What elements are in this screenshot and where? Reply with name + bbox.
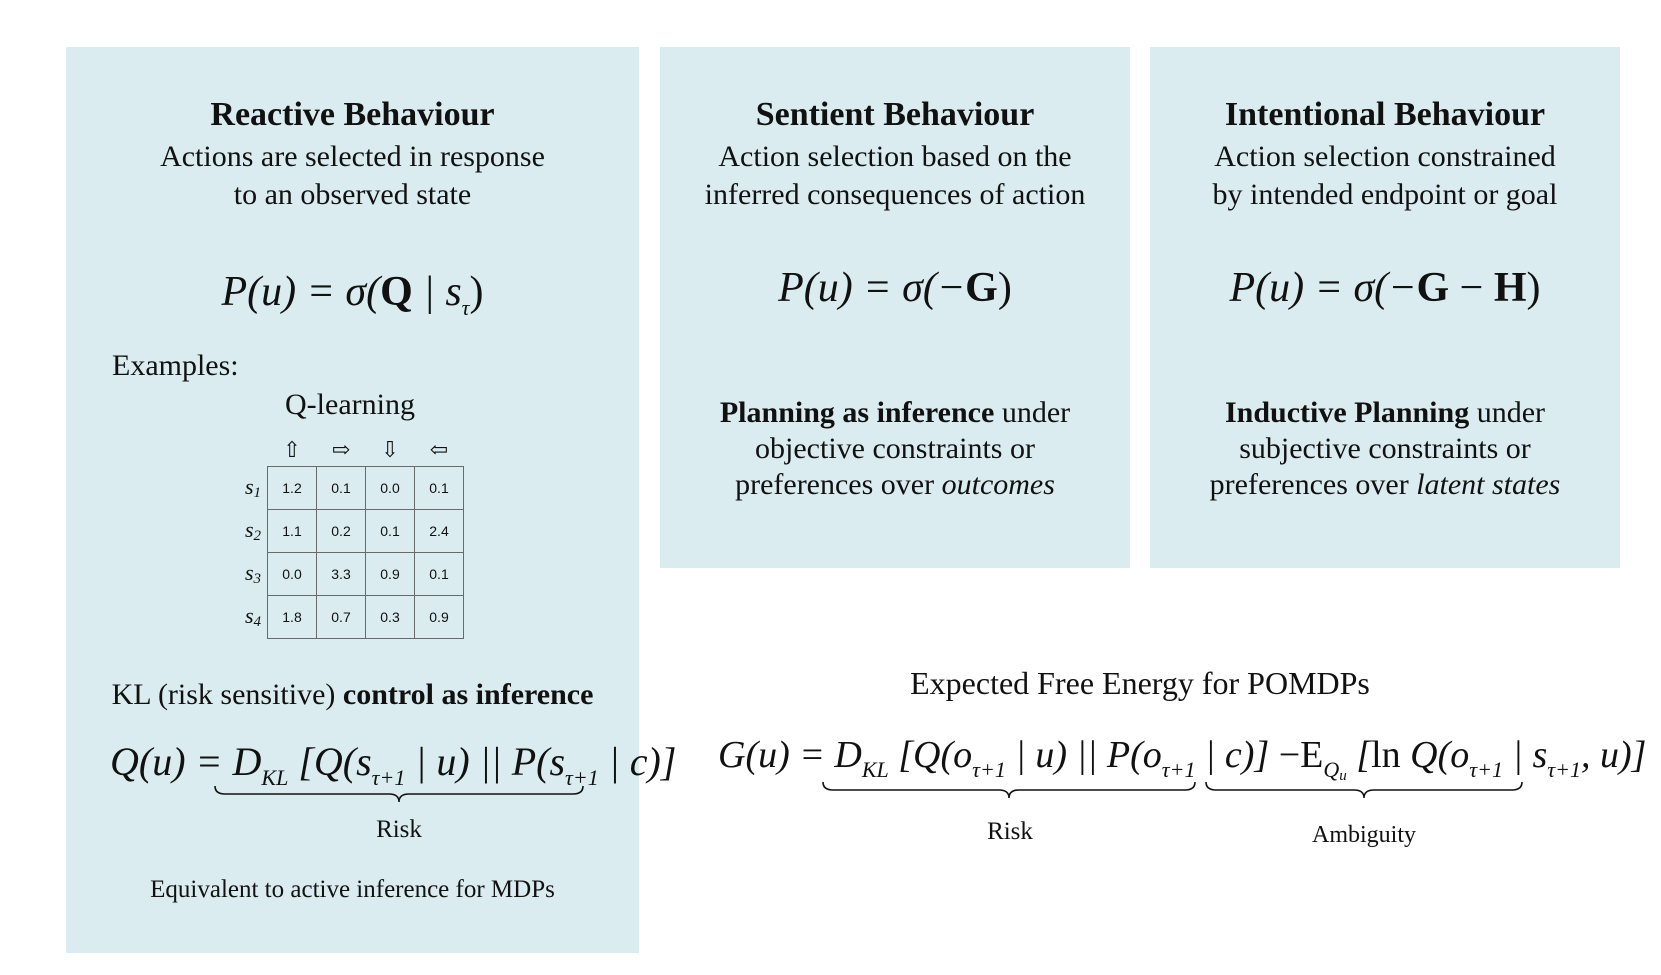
sentient-behaviour-panel: [660, 47, 1130, 568]
table-cell: 0.1: [414, 552, 464, 596]
sentient-subtitle-line2: inferred consequences of action: [704, 178, 1086, 211]
table-cell: 0.0: [267, 552, 317, 596]
efe-title: Expected Free Energy for POMDPs: [910, 665, 1370, 701]
table-cell: 0.1: [316, 466, 366, 510]
intentional-planning-text: Inductive Planning under subjective cons…: [1209, 396, 1561, 501]
reactive-equation: P(u) = σ(Q | sτ): [221, 269, 484, 320]
sentient-subtitle-line1: Action selection based on the: [718, 140, 1072, 173]
state-label: s1: [244, 474, 261, 501]
sentient-title: Sentient Behaviour: [755, 96, 1035, 133]
table-row: s1 1.2 0.1 0.0 0.1: [226, 466, 464, 510]
down-arrow-icon: ⇩: [380, 437, 400, 462]
table-row: s2 1.1 0.2 0.1 2.4: [226, 509, 464, 553]
table-cell: 0.9: [414, 595, 464, 639]
table-cell: 1.1: [267, 509, 317, 553]
qlearning-label: Q-learning: [285, 388, 415, 421]
table-cell: 0.1: [365, 509, 415, 553]
table-cell: 2.4: [414, 509, 464, 553]
intentional-equation: P(u) = σ(−G − H): [1229, 265, 1541, 311]
table-cell: 3.3: [316, 552, 366, 596]
risk-label-reactive: Risk: [376, 816, 422, 843]
q-table: ⇧ ⇨ ⇩ ⇦ s1 1.2 0.1 0.0 0.1 s2 1.1 0.2 0.…: [226, 434, 464, 639]
table-row: s4 1.8 0.7 0.3 0.9: [226, 595, 464, 639]
table-cell: 0.9: [365, 552, 415, 596]
table-row: s3 0.0 3.3 0.9 0.1: [226, 552, 464, 596]
efe-risk-brace: [822, 781, 1196, 799]
efe-risk-label: Risk: [987, 818, 1033, 845]
kl-control-heading: KL (risk sensitive) control as inference: [111, 678, 594, 711]
risk-brace: [214, 785, 584, 803]
kl-risk-equation: Q(u) = DKL [Q(sτ+1 | u) || P(sτ+1 | c)]: [110, 739, 677, 790]
sentient-equation: P(u) = σ(−G): [778, 265, 1012, 311]
table-cell: 1.8: [267, 595, 317, 639]
efe-ambiguity-label: Ambiguity: [1311, 822, 1416, 848]
table-cell: 0.3: [365, 595, 415, 639]
right-arrow-icon: ⇨: [331, 437, 351, 462]
examples-label: Examples:: [112, 349, 239, 382]
table-cell: 1.2: [267, 466, 317, 510]
state-label: s3: [244, 560, 261, 587]
reactive-subtitle-line2: to an observed state: [233, 178, 472, 211]
table-cell: 0.2: [316, 509, 366, 553]
intentional-title: Intentional Behaviour: [1224, 96, 1546, 133]
sentient-planning-text: Planning as inference under objective co…: [719, 396, 1071, 501]
reactive-title: Reactive Behaviour: [210, 96, 495, 133]
reactive-footer: Equivalent to active inference for MDPs: [150, 876, 555, 903]
efe-ambiguity-brace: [1205, 781, 1523, 799]
state-label: s4: [244, 603, 261, 630]
table-cell: 0.1: [414, 466, 464, 510]
table-cell: 0.7: [316, 595, 366, 639]
intentional-subtitle-line2: by intended endpoint or goal: [1212, 178, 1558, 211]
state-label: s2: [244, 517, 261, 544]
left-arrow-icon: ⇦: [429, 437, 449, 462]
efe-equation: G(u) = DKL [Q(oτ+1 | u) || P(oτ+1 | c)] …: [718, 734, 1647, 784]
reactive-subtitle-line1: Actions are selected in response: [160, 140, 545, 173]
table-cell: 0.0: [365, 466, 415, 510]
up-arrow-icon: ⇧: [282, 437, 302, 462]
intentional-behaviour-panel: [1150, 47, 1620, 568]
intentional-subtitle-line1: Action selection constrained: [1214, 140, 1556, 173]
